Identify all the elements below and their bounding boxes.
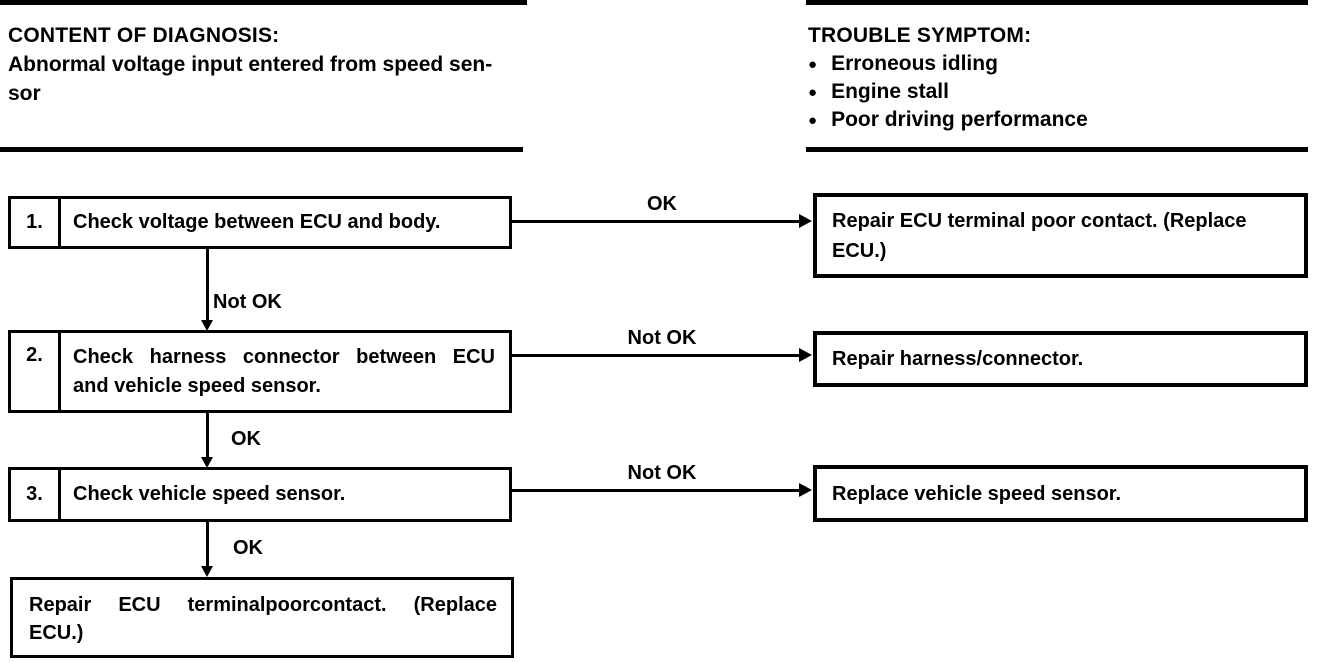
- result-text: Replace vehicle speed sensor.: [832, 482, 1122, 505]
- connector-line: [512, 220, 800, 223]
- arrow-right-icon: [799, 483, 812, 497]
- symptom-item-label: Poor driving performance: [831, 108, 1088, 131]
- diagnosis-description-line: sor: [8, 82, 41, 105]
- diagnosis-heading: CONTENT OF DIAGNOSIS:: [8, 24, 280, 47]
- symptom-item-label: Erroneous idling: [831, 52, 998, 75]
- symptom-item: ● Erroneous idling: [808, 52, 998, 76]
- branch-label-not-ok: Not OK: [627, 462, 697, 484]
- connector-line: [512, 489, 800, 492]
- arrow-down-icon: [201, 566, 213, 577]
- top-left-rule: [0, 0, 527, 5]
- arrow-down-icon: [201, 320, 213, 331]
- connector-line: [206, 249, 209, 322]
- flow-step-box-3: 3. Check vehicle speed sensor.: [8, 467, 512, 522]
- branch-label-not-ok: Not OK: [627, 327, 697, 349]
- step-number: 2.: [11, 333, 61, 410]
- result-text: ECU.): [832, 239, 887, 262]
- symptom-item-label: Engine stall: [831, 80, 949, 103]
- branch-label-ok: OK: [231, 428, 261, 450]
- arrow-down-icon: [201, 457, 213, 468]
- bottom-right-rule: [806, 147, 1308, 152]
- arrow-right-icon: [799, 348, 812, 362]
- bullet-icon: ●: [808, 55, 818, 73]
- step-text: and vehicle speed sensor.: [73, 374, 321, 397]
- branch-label-not-ok: Not OK: [213, 291, 282, 313]
- step-text: Check vehicle speed sensor.: [73, 483, 346, 505]
- connector-line: [206, 413, 209, 459]
- flow-result-box-3: Replace vehicle speed sensor.: [813, 465, 1308, 522]
- bottom-left-rule: [0, 147, 523, 152]
- symptom-item: ● Engine stall: [808, 80, 949, 104]
- branch-label-ok: OK: [233, 537, 263, 559]
- step-text: Check voltage between ECU and body.: [73, 211, 441, 233]
- branch-label-ok: OK: [647, 193, 677, 215]
- symptom-heading: TROUBLE SYMPTOM:: [808, 24, 1032, 47]
- diagnosis-description-line: Abnormal voltage input entered from spee…: [8, 53, 493, 76]
- step-number: 3.: [11, 470, 61, 519]
- flow-result-box-2: Repair harness/connector.: [813, 331, 1308, 387]
- top-right-rule: [806, 0, 1308, 5]
- final-text: Repair ECU terminalpoorcontact. (Replace: [29, 594, 497, 616]
- flow-step-box-2: 2. Check harness connector between ECU a…: [8, 330, 512, 413]
- arrow-right-icon: [799, 214, 812, 228]
- connector-line: [206, 522, 209, 568]
- step-text: Check harness connector between ECU: [73, 345, 495, 368]
- flow-result-box-1: Repair ECU terminal poor contact. (Repla…: [813, 193, 1308, 278]
- flow-step-box-1: 1. Check voltage between ECU and body.: [8, 196, 512, 249]
- step-number: 1.: [11, 199, 61, 246]
- result-text: Repair ECU terminal poor contact. (Repla…: [832, 209, 1247, 232]
- final-text: ECU.): [29, 622, 84, 644]
- symptom-item: ● Poor driving performance: [808, 108, 1088, 132]
- connector-line: [512, 354, 800, 357]
- flow-final-box: Repair ECU terminalpoorcontact. (Replace…: [10, 577, 514, 658]
- result-text: Repair harness/connector.: [832, 348, 1084, 370]
- bullet-icon: ●: [808, 83, 818, 101]
- bullet-icon: ●: [808, 111, 818, 129]
